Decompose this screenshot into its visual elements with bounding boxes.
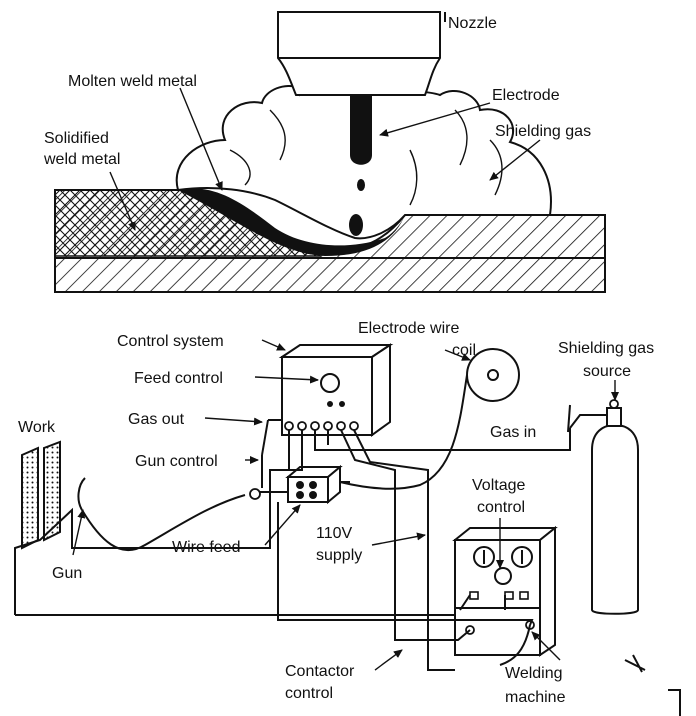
nozzle	[277, 11, 441, 96]
label-work: Work	[18, 419, 56, 436]
welding-machine-box	[452, 525, 558, 657]
work-piece	[21, 440, 61, 550]
label-feed-control: Feed control	[134, 370, 223, 387]
label-contactor-1: Contactor	[285, 663, 355, 680]
label-gun: Gun	[52, 565, 82, 582]
label-shielding-source-2: source	[583, 363, 631, 380]
label-voltage-control-2: control	[477, 499, 525, 516]
label-voltage-control-1: Voltage	[472, 477, 525, 494]
system-diagram	[14, 339, 681, 716]
label-electrode: Electrode	[492, 87, 560, 104]
label-nozzle: Nozzle	[448, 15, 497, 32]
weld-cross-section	[54, 11, 606, 293]
label-gas-out: Gas out	[128, 411, 185, 428]
gas-cylinder	[567, 399, 639, 615]
wire-feed-unit	[249, 464, 350, 505]
label-gun-control: Gun control	[135, 453, 218, 470]
electrode	[350, 95, 372, 165]
label-shielding-gas: Shielding gas	[495, 123, 591, 140]
control-system-box	[278, 343, 394, 437]
molten-weld-metal	[178, 188, 405, 256]
label-electrode-wire-1: Electrode wire	[358, 320, 459, 337]
label-wire-feed: Wire feed	[172, 539, 240, 556]
label-solidified-1: Solidified	[44, 130, 109, 147]
label-control-system: Control system	[117, 333, 224, 350]
label-gas-in: Gas in	[490, 424, 536, 441]
label-supply-1: 110V	[316, 525, 353, 542]
label-solidified-2: weld metal	[43, 151, 120, 168]
label-molten-weld-metal: Molten weld metal	[68, 73, 197, 90]
label-welding-2: machine	[505, 689, 566, 706]
label-contactor-2: control	[285, 685, 333, 702]
welding-gun	[77, 477, 86, 511]
label-shielding-source-1: Shielding gas	[558, 340, 654, 357]
electrode-wire-coil	[466, 348, 520, 402]
label-welding-1: Welding	[505, 665, 563, 682]
label-supply-2: supply	[316, 547, 362, 564]
label-electrode-wire-2: coil	[452, 342, 476, 359]
